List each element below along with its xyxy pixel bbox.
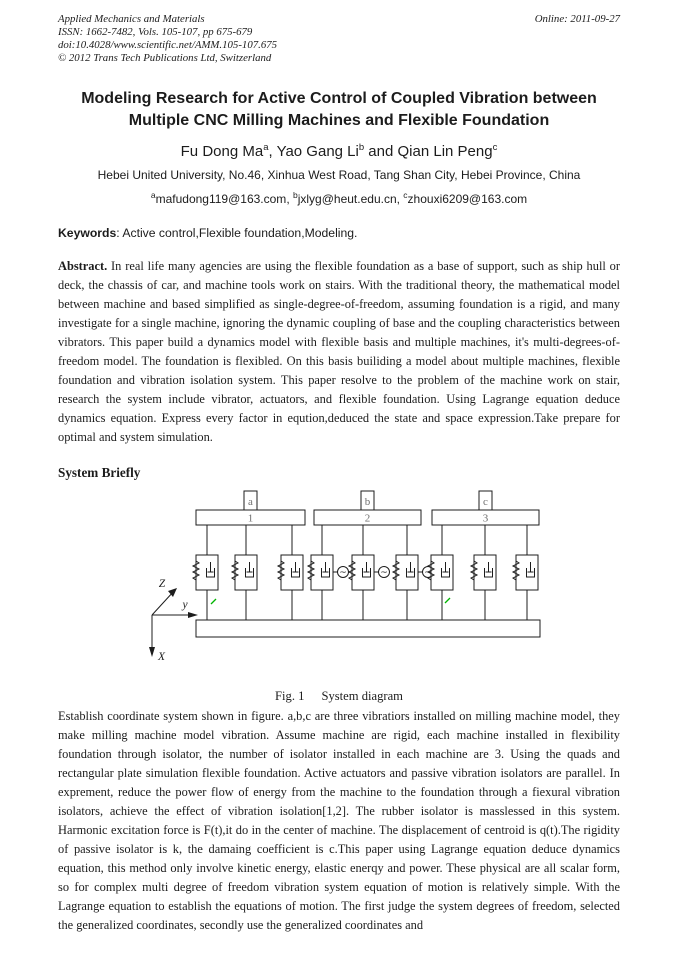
- paper-page: Applied Mechanics and Materials Online: …: [58, 13, 620, 932]
- email-separator: ,: [286, 192, 293, 206]
- email-address: zhouxi6209@163.com: [407, 192, 528, 206]
- abstract-text: In real life many agencies are using the…: [58, 259, 620, 444]
- figure-1: ~ a b c 1 2: [58, 489, 620, 704]
- email-superscript: c: [403, 190, 408, 200]
- email-separator: ,: [396, 192, 404, 206]
- body-paragraph: Establish coordinate system shown in fig…: [58, 709, 620, 932]
- machine-plate-1: [195, 509, 306, 526]
- green-snap-mark: [210, 598, 217, 605]
- vibrator-label-c: c: [483, 496, 488, 508]
- machine-label-2: 2: [365, 513, 371, 525]
- keywords-line: Keywords: Active control,Flexible founda…: [58, 226, 620, 241]
- isolator-passive: [427, 524, 454, 621]
- vibrator-boxes: a b c: [243, 490, 493, 511]
- isolator-passive: [512, 524, 539, 621]
- axis-label-y: y: [181, 599, 188, 611]
- author-superscript: b: [358, 142, 365, 153]
- figure-caption: Fig. 1 System diagram: [58, 688, 620, 704]
- email-address: jxlyg@heut.edu.cn: [297, 192, 397, 206]
- keywords-text: : Active control,Flexible foundation,Mod…: [116, 226, 358, 240]
- isolator-passive: [470, 524, 497, 621]
- figure-caption-title: System diagram: [321, 689, 403, 703]
- isolator-passive: [277, 524, 304, 621]
- journal-name: Applied Mechanics and Materials: [58, 13, 205, 25]
- affiliation: Hebei United University, No.46, Xinhua W…: [97, 168, 581, 182]
- isolator-passive: [231, 524, 258, 621]
- author-name: Yao Gang Li: [276, 143, 359, 160]
- system-diagram-canvas: ~ a b c 1 2: [90, 489, 620, 674]
- foundation-plate: [195, 619, 541, 638]
- axis-label-x: X: [157, 651, 166, 663]
- journal-header: Applied Mechanics and Materials Online: …: [58, 13, 620, 65]
- machine-plate-2: [313, 509, 422, 526]
- axis-label-z: Z: [159, 578, 166, 590]
- paper-title: Modeling Research for Active Control of …: [81, 90, 597, 129]
- keywords-label: Keywords: [58, 226, 117, 240]
- section-heading: System Briefly: [58, 465, 141, 480]
- emails-line: amafudong119@163.com, bjxlyg@heut.edu.cn…: [58, 188, 620, 207]
- isolator-active: [349, 525, 390, 620]
- abstract-label: Abstract.: [58, 259, 108, 273]
- author-superscript: a: [263, 142, 269, 153]
- authors-line: Fu Dong Maa, Yao Gang Lib and Qian Lin P…: [58, 137, 620, 163]
- green-snap-mark: [444, 597, 451, 604]
- journal-copyright: © 2012 Trans Tech Publications Ltd, Swit…: [58, 52, 272, 64]
- journal-issn: ISSN: 1662-7482, Vols. 105-107, pp 675-6…: [58, 26, 253, 38]
- isolator-passive: [192, 524, 219, 621]
- journal-doi: doi:10.4028/www.scientific.net/AMM.105-1…: [58, 39, 278, 51]
- figure-caption-number: Fig. 1: [275, 689, 305, 703]
- email-superscript: a: [150, 190, 156, 200]
- machine-label-3: 3: [483, 513, 489, 525]
- system-diagram: ~ a b c 1 2: [149, 490, 541, 663]
- coordinate-axes: y X Z: [149, 578, 198, 663]
- isolator-active: [308, 525, 349, 620]
- author-name: Qian Lin Peng: [397, 143, 493, 160]
- author-separator: and: [364, 143, 398, 160]
- email-superscript: b: [292, 190, 298, 200]
- machine-label-1: 1: [248, 513, 254, 525]
- abstract: Abstract. In real life many agencies are…: [58, 257, 620, 447]
- author-name: Fu Dong Ma: [180, 143, 264, 160]
- author-separator: ,: [268, 143, 277, 160]
- isolator-active: [393, 525, 434, 620]
- machine-plates: 1 2 3: [195, 509, 540, 526]
- vibrator-label-b: b: [365, 496, 371, 508]
- online-date: Online: 2011-09-27: [534, 13, 620, 25]
- author-superscript: c: [492, 142, 498, 153]
- email-address: mafudong119@163.com: [155, 192, 287, 206]
- vibrator-label-a: a: [248, 496, 253, 508]
